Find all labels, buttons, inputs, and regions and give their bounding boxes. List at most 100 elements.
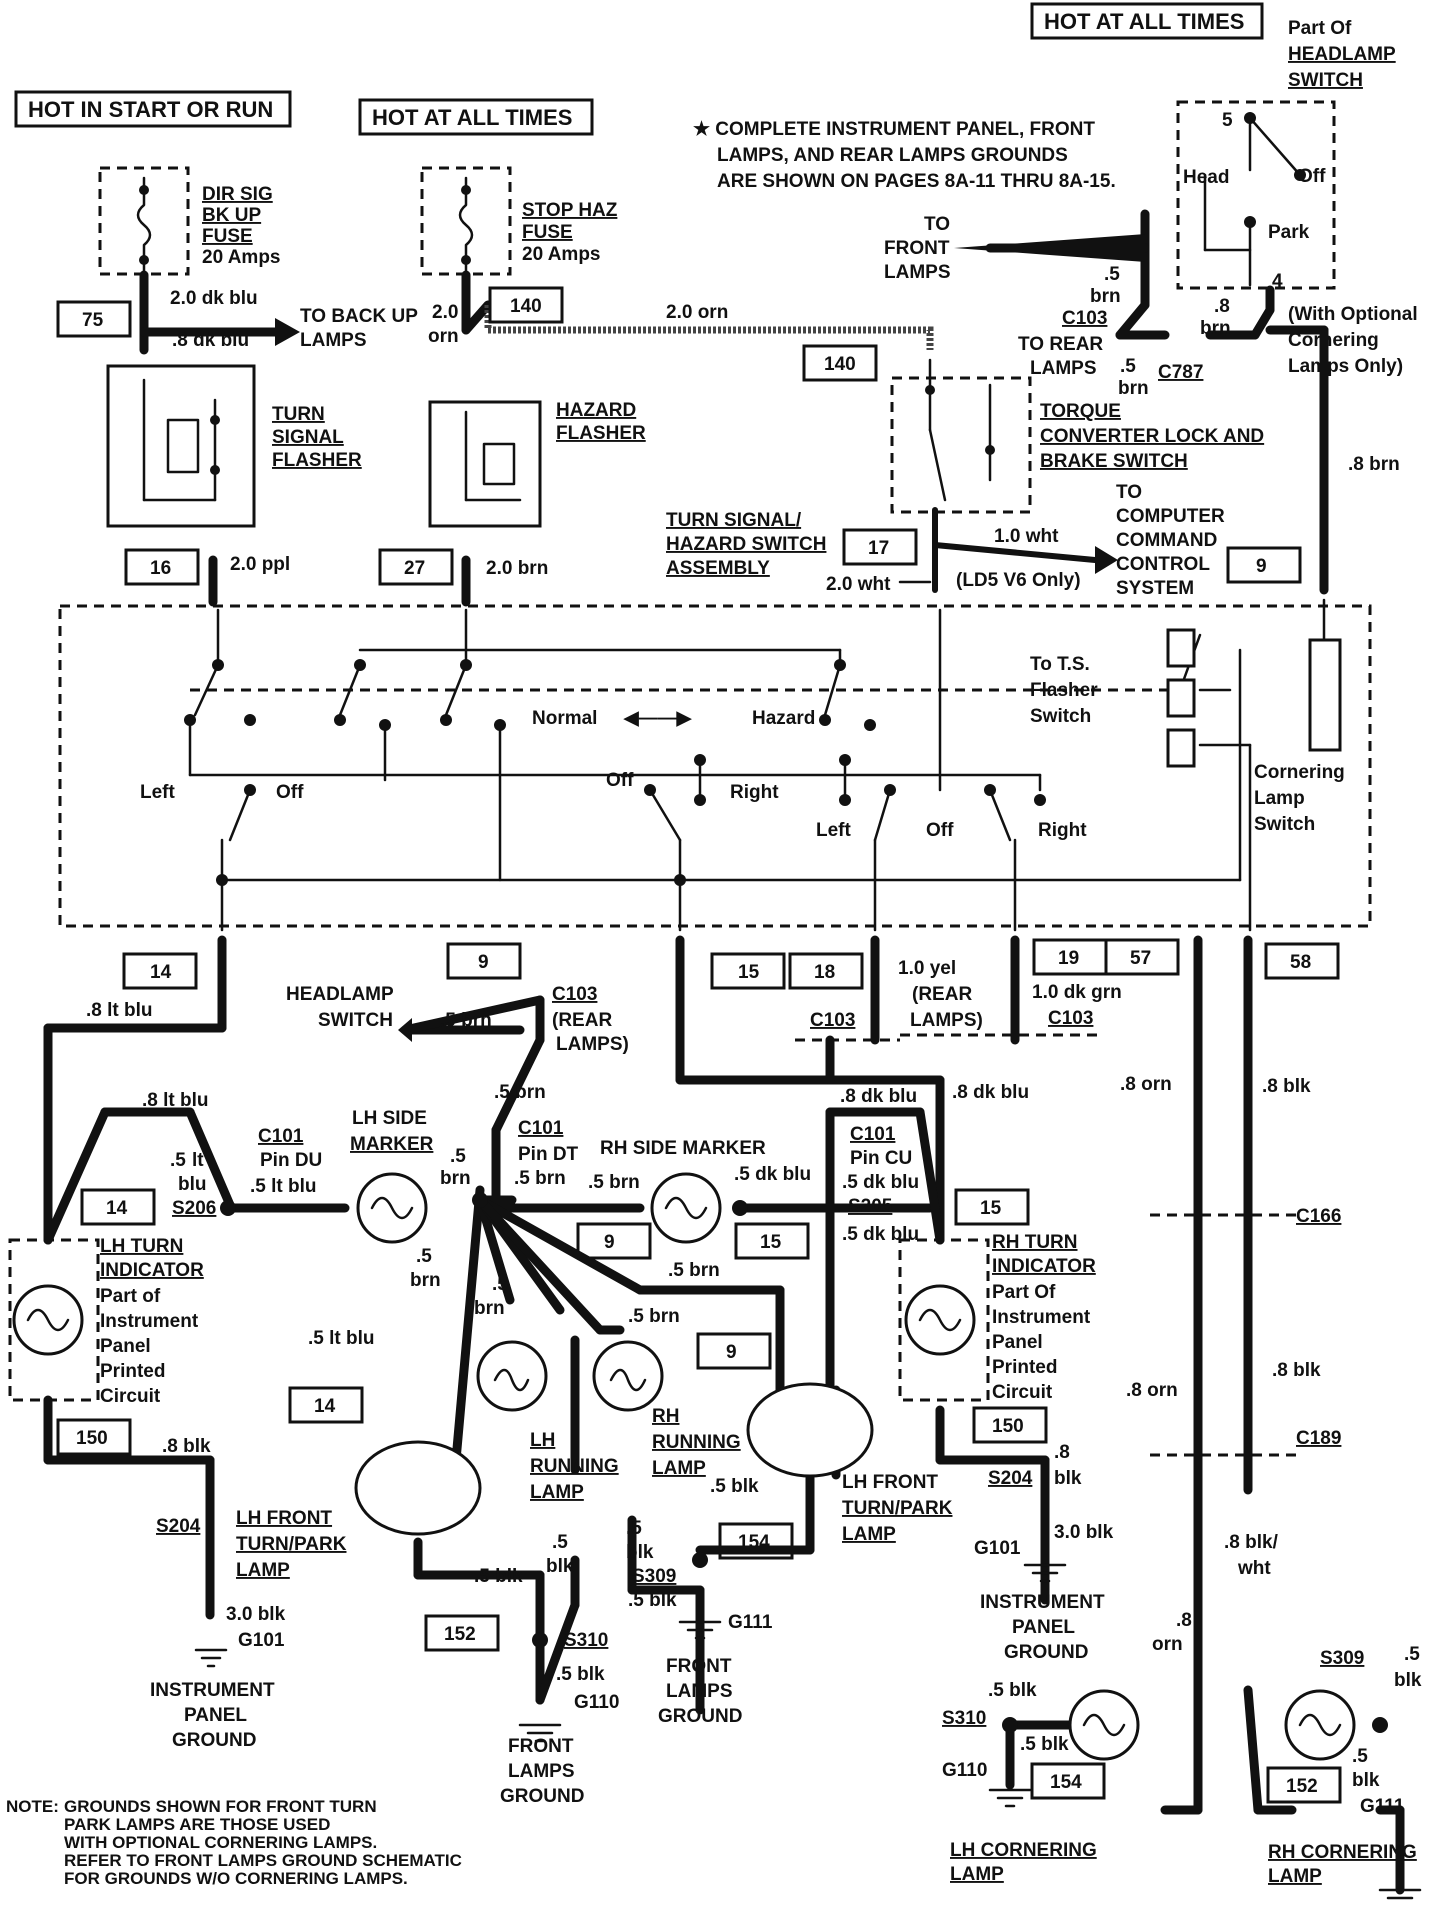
wire-30blk-a: 3.0 blk [1054,1522,1114,1543]
conn-c166: C166 [1296,1206,1341,1227]
rh-running-2: RUNNING [652,1432,741,1453]
turn-flasher-2: SIGNAL [272,427,344,448]
lamp-filaments [26,1196,1342,1737]
wire-8blkwht-2: wht [1237,1558,1271,1579]
wire-5-e: .5 [416,1246,432,1267]
circuit-9-b: 9 [478,952,489,973]
wire-blk-l: blk [1352,1770,1380,1791]
hls-lbl-1: HEADLAMP [286,984,394,1005]
wire-brn-c: brn [1200,318,1231,339]
turn-flasher-1: TURN [272,404,325,425]
ip-ground-1a: INSTRUMENT [150,1680,275,1701]
wire-5-l: .5 [1352,1746,1368,1767]
fuse-stop-haz-2: FUSE [522,222,573,243]
lh-turn-7: Circuit [100,1386,161,1407]
circuit-15-a: 15 [738,962,760,983]
hls-title-1: Part Of [1288,18,1352,39]
to-front-2: FRONT [884,238,950,259]
fuse-dir-sig-4: 20 Amps [202,247,281,268]
ts-flasher-1: To T.S. [1030,654,1090,675]
computer-1: TO [1116,482,1142,503]
rh-turn-5: Panel [992,1332,1043,1353]
ip-ground-2a: PANEL [184,1705,247,1726]
flasher-node [210,415,220,425]
sw-off-2: Off [606,770,634,791]
conn-g111-a: G111 [728,1612,773,1633]
sw-right-2: Right [1038,820,1087,841]
header-hot-all-times-2: HOT AT ALL TIMES [1044,9,1244,34]
pin-cu: Pin CU [850,1148,912,1169]
wire-5dkblu-b: .5 dk blu [842,1172,919,1193]
circuit-9-a: 9 [1256,556,1267,577]
cornering-sw-2: Lamp [1254,788,1305,809]
sw-left-2: Left [816,820,852,841]
circuit-152-a: 152 [444,1624,476,1645]
hls-pin-5: 5 [1222,110,1233,131]
wire-10dkgrn: 1.0 dk grn [1032,982,1122,1003]
lh-running-1: LH [530,1430,555,1451]
wire-blk-i: blk [626,1542,654,1563]
wire-5lt: .5 [170,1150,186,1171]
wire-5blk-c: .5 blk [474,1566,523,1587]
lamp-bodies [8,1172,1356,1761]
hls-note-3: Lamps Only) [1288,356,1403,377]
to-computer-arrow [1095,546,1118,574]
wire-10yel: 1.0 yel [898,958,956,979]
sw-right-1: Right [730,782,779,803]
circuit-152-b: 152 [1286,1776,1318,1797]
wire-8blk-b: .8 blk [1272,1360,1321,1381]
wire-5blk-d: .5 blk [556,1664,605,1685]
footnote-3: WITH OPTIONAL CORNERING LAMPS. [64,1833,377,1852]
torque-switch-box [890,376,1032,514]
lh-turn-5: Panel [100,1336,151,1357]
fuse-dir-sig-1: DIR SIG [202,184,273,205]
computer-5: SYSTEM [1116,578,1194,599]
ip-ground-3a: GROUND [172,1730,256,1751]
wire-5dkblu-c: .5 dk blu [842,1224,919,1245]
lh-turn-1: LH TURN [100,1236,183,1257]
circuit-14-b: 14 [106,1198,128,1219]
hazard-flasher-internals [464,410,522,502]
conn-g101-a: G101 [974,1538,1021,1559]
wire-10wht: 1.0 wht [994,526,1059,547]
rh-turn-4: Instrument [992,1307,1091,1328]
circuit-140-a: 140 [510,296,542,317]
lh-side-1: LH SIDE [352,1108,427,1129]
lh-turn-3: Part of [100,1286,161,1307]
stop-haz-fuse-element [458,176,474,277]
hls-title-3: SWITCH [1288,70,1363,91]
star-note-1: ★ COMPLETE INSTRUMENT PANEL, FRONT [693,119,1095,140]
star-note-3: ARE SHOWN ON PAGES 8A-11 THRU 8A-15. [717,171,1116,192]
conn-s204-a: S204 [988,1468,1033,1489]
flasher-node [210,465,220,475]
wire-5brn-f: .5 brn [668,1260,720,1281]
torque-2: CONVERTER LOCK AND [1040,426,1264,447]
conn-g101-b: G101 [238,1630,285,1651]
front-ground-2a: LAMPS [508,1761,575,1782]
hls-pin-4: 4 [1272,271,1283,292]
cornering-contact-2 [1166,678,1196,718]
conn-c189: C189 [1296,1428,1341,1449]
torque-switch-internals [928,358,992,502]
conn-g110-b: G110 [942,1760,987,1781]
front-ground-3a: GROUND [500,1786,584,1807]
torque-1: TORQUE [1040,401,1121,422]
circuit-150-b: 150 [992,1416,1024,1437]
orn-wire-hatched [484,305,934,350]
lh-corner-2: LAMP [950,1864,1004,1885]
wire-5brn-g: .5 brn [628,1306,680,1327]
wire-brn-d: brn [440,1168,471,1189]
circuit-57: 57 [1130,948,1151,969]
circuit-75: 75 [82,310,104,331]
lh-turn-4: Instrument [100,1311,199,1332]
wire-20-orn: 2.0 [432,302,458,323]
header-box-hot-1 [358,98,594,136]
wire-8blkwht-1: .8 blk/ [1224,1532,1279,1553]
hls-pos-off: Off [1298,166,1326,187]
wire-5blk-b: .5 blk [628,1590,677,1611]
wire-8ltblu-a: .8 lt blu [86,1000,153,1021]
lh-turn-2: INDICATOR [100,1260,204,1281]
to-front-1: TO [924,214,950,235]
hls-pos-park: Park [1268,222,1310,243]
ts-assembly-2: HAZARD SWITCH [666,534,826,555]
